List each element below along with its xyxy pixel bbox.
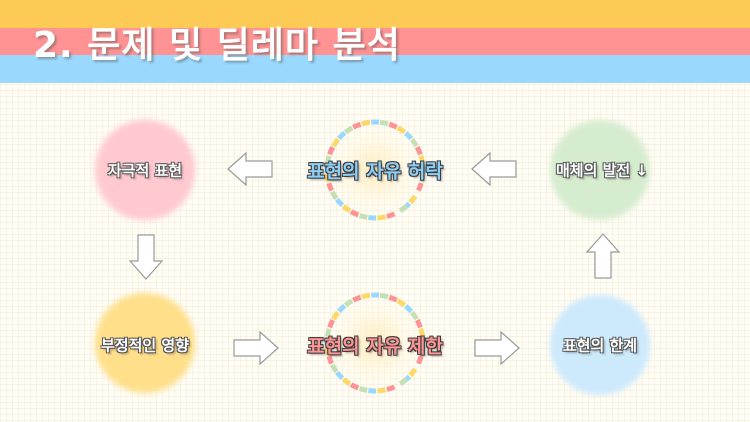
- node-circle-media-development: [550, 120, 650, 220]
- header-stripe-pink: [0, 28, 750, 55]
- node-label-freedom-allowed: 표현의 자유 허락: [307, 160, 443, 183]
- arrow-right-icon: [474, 330, 520, 366]
- node-label-limits: 표현의 한계: [562, 336, 638, 355]
- node-circle-negative-impact: [95, 293, 195, 393]
- arrow-right-icon: [233, 330, 279, 366]
- arrow-down-icon: [128, 234, 164, 280]
- node-label-media-development: 매체의 발전 ↓: [555, 161, 649, 180]
- ring-glow-top: [330, 125, 420, 215]
- header-stripe-yellow: [0, 0, 750, 28]
- arrow-left-icon: [471, 151, 517, 187]
- node-label-negative-impact: 부정적인 영향: [100, 336, 190, 355]
- header-stripe-blue: [0, 55, 750, 83]
- arrow-left-icon: [227, 151, 273, 187]
- node-label-stimulating: 자극적 표현: [107, 161, 183, 180]
- dashed-ring-freedom-limited: [324, 292, 426, 394]
- node-circle-limits: [550, 295, 650, 395]
- page-title: 2. 문제 및 딜레마 분석: [33, 25, 401, 66]
- dashed-ring-freedom-allowed: [324, 119, 426, 221]
- ring-glow-bottom: [330, 298, 420, 388]
- arrow-up-icon: [585, 233, 621, 279]
- node-label-freedom-limited: 표현의 자유 제한: [307, 335, 443, 358]
- node-circle-stimulating: [95, 120, 195, 220]
